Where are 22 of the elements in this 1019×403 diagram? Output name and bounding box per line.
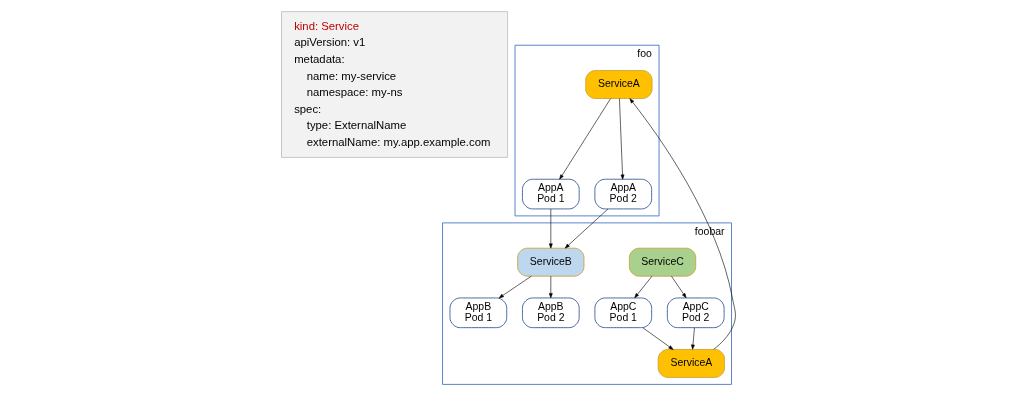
arrow bbox=[629, 98, 736, 350]
node-box: AppC Pod 1 bbox=[593, 297, 652, 329]
node-box: AppC Pod 2 bbox=[666, 297, 725, 329]
node-box: AppA Pod 1 bbox=[521, 178, 580, 210]
node-box: AppB Pod 2 bbox=[521, 297, 580, 329]
arrow bbox=[642, 327, 673, 350]
arrow bbox=[690, 327, 695, 350]
arrow bbox=[558, 98, 611, 180]
arrow bbox=[618, 98, 624, 180]
arrow bbox=[548, 208, 553, 249]
node-box: ServiceB bbox=[516, 247, 584, 277]
node-box: AppA Pod 2 bbox=[593, 178, 652, 210]
arrow bbox=[498, 275, 532, 299]
node-box: ServiceA bbox=[584, 70, 652, 99]
arrow bbox=[670, 275, 686, 299]
arrow bbox=[633, 275, 652, 299]
arrow bbox=[548, 275, 553, 299]
node-box: AppB Pod 1 bbox=[449, 297, 507, 329]
arrow bbox=[564, 208, 608, 249]
node-box: ServiceC bbox=[628, 247, 696, 277]
node-box: kind: Service apiVersion: v1 metadata: name: my-service namespace: my-ns spec: type: ExternalName externalName: my.app.example.com bbox=[280, 11, 508, 158]
node-box: ServiceA bbox=[657, 349, 725, 378]
